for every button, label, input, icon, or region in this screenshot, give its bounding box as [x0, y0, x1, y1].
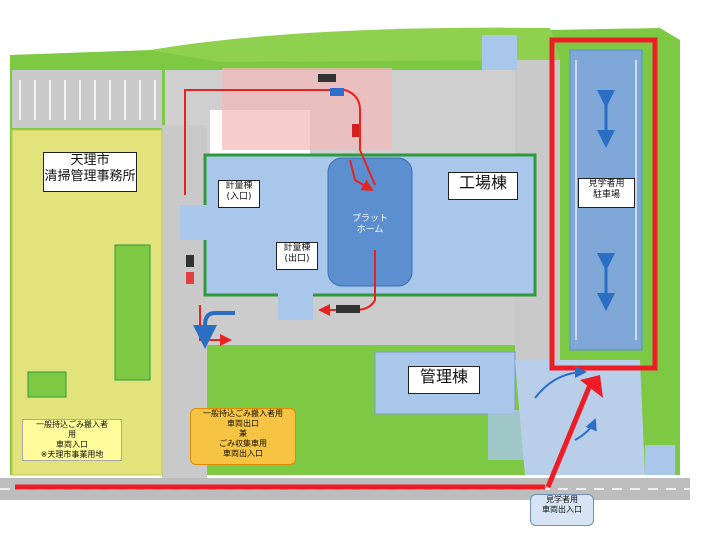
- weigh-in-building: [180, 205, 212, 240]
- parking-highlight-frame: [549, 37, 658, 371]
- east-small-building: [645, 445, 675, 475]
- vehicle: [330, 88, 344, 96]
- turn-arrow-right: [574, 418, 597, 441]
- entrance-plaza: [515, 360, 645, 475]
- vehicle: [336, 305, 360, 313]
- admin-label: 管理棟: [408, 366, 480, 394]
- vehicle: [352, 124, 359, 137]
- office-green-2: [27, 371, 67, 398]
- visitor-gate-label: 見学者用 車両出入口: [530, 494, 594, 526]
- route-platform: [349, 159, 374, 192]
- route-blue-turn: [193, 311, 235, 349]
- office-green-1: [114, 244, 151, 381]
- top-building-1: [482, 35, 517, 70]
- platform-label: プラット ホーム: [351, 214, 388, 236]
- weigh-out-building: [278, 285, 313, 320]
- visitor-arrow-head: [580, 375, 603, 398]
- tenri-office-label: 天理市 清掃管理事務所: [43, 152, 137, 192]
- visitor-arrow: [545, 384, 593, 488]
- pink-zone: [222, 68, 392, 150]
- factory-label: 工場棟: [448, 172, 518, 200]
- vehicle: [318, 74, 336, 82]
- turn-arrow-left: [534, 366, 587, 399]
- hill-area: [150, 27, 560, 62]
- weigh-in-label: 計量棟 (入口): [218, 180, 260, 208]
- platform-area: [327, 157, 413, 287]
- visitor-parking-label: 見学者用 駐車場: [578, 178, 635, 208]
- general-entrance-label: 一般持込ごみ搬入者 用 車両入口 ※天理市事業用地: [22, 419, 122, 461]
- vehicle: [186, 255, 194, 267]
- general-exit-label: 一般持込ごみ搬入者用 車両出口 兼 ごみ収集車用 車両出入口: [190, 408, 296, 465]
- left-parking-lot: [12, 70, 162, 128]
- vehicle: [186, 272, 194, 284]
- weigh-out-label: 計量棟 (出口): [276, 242, 318, 270]
- route-entry: [184, 89, 376, 195]
- south-yard: [205, 290, 550, 345]
